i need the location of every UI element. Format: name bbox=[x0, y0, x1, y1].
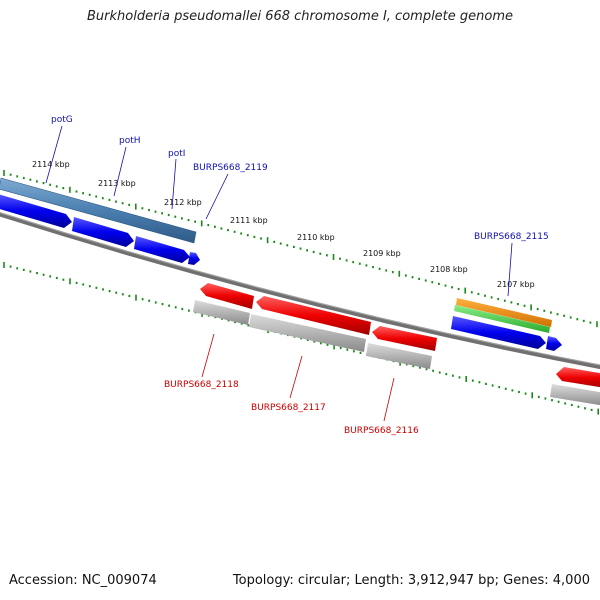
gene-label-potH[interactable]: potH bbox=[119, 136, 141, 146]
accession-text: Accession: NC_009074 bbox=[9, 573, 157, 588]
tick-label-2109: 2109 kbp bbox=[363, 249, 401, 258]
leader-potH bbox=[113, 146, 127, 197]
cds-arrow-BURPS668_2119[interactable] bbox=[188, 252, 200, 265]
tick-label-2112: 2112 kbp bbox=[164, 198, 202, 207]
cds-arrow-BURPS668_2116[interactable] bbox=[372, 326, 437, 351]
gene-bar-BURPS668_2118[interactable] bbox=[193, 300, 250, 325]
tick-label-2110: 2110 kbp bbox=[297, 233, 335, 242]
leader-potG bbox=[45, 125, 63, 184]
gene-bar-potG-potI[interactable] bbox=[0, 177, 197, 244]
tick-label-2107: 2107 kbp bbox=[497, 280, 535, 289]
gene-label-BURPS668_2118[interactable]: BURPS668_2118 bbox=[164, 380, 239, 390]
cds-arrow-BURPS668_2115[interactable] bbox=[451, 316, 546, 349]
gene-track-forward bbox=[0, 177, 562, 351]
cds-arrow-BURPS668_2118[interactable] bbox=[200, 283, 254, 309]
gene-label-potG[interactable]: potG bbox=[51, 115, 73, 125]
backbone bbox=[0, 212, 600, 370]
gene-bar-BURPS668_2116[interactable] bbox=[366, 343, 432, 369]
gene-bar-BURPS668_2115-green[interactable] bbox=[454, 305, 550, 333]
gene-label-BURPS668_2115[interactable]: BURPS668_2115 bbox=[474, 232, 549, 242]
leader-BURPS668_2119 bbox=[205, 173, 229, 220]
cds-arrow-offscreen-reverse[interactable] bbox=[556, 367, 600, 388]
cds-arrow-BURPS668_2117[interactable] bbox=[256, 296, 371, 335]
cds-arrow-potI[interactable] bbox=[134, 236, 190, 263]
map-title: Burkholderia pseudomallei 668 chromosome… bbox=[86, 9, 514, 24]
cds-arrow-BURPS668_2115-tail[interactable] bbox=[546, 336, 562, 351]
tick-label-2108: 2108 kbp bbox=[430, 265, 468, 274]
gene-label-BURPS668_2116[interactable]: BURPS668_2116 bbox=[344, 426, 419, 436]
gene-bar-BURPS668_2115-orange[interactable] bbox=[456, 298, 552, 327]
tick-track-upper bbox=[3, 170, 598, 328]
tick-label-2111: 2111 kbp bbox=[230, 216, 268, 225]
label-leaders bbox=[45, 125, 513, 422]
leader-BURPS668_2117 bbox=[289, 355, 303, 399]
leader-potI bbox=[171, 158, 177, 210]
gene-label-potI[interactable]: potI bbox=[168, 149, 185, 159]
genome-summary-text: Topology: circular; Length: 3,912,947 bp… bbox=[232, 573, 590, 588]
gene-track-reverse bbox=[193, 283, 600, 406]
backbone-highlight bbox=[0, 211, 600, 366]
cds-arrow-potH[interactable] bbox=[72, 217, 134, 247]
gene-label-BURPS668_2117[interactable]: BURPS668_2117 bbox=[251, 403, 326, 413]
gene-bar-BURPS668_2117[interactable] bbox=[249, 314, 366, 352]
leader-BURPS668_2115 bbox=[507, 242, 513, 297]
leader-BURPS668_2116 bbox=[383, 377, 395, 422]
cds-arrow-potG[interactable] bbox=[0, 194, 72, 228]
gene-label-BURPS668_2119[interactable]: BURPS668_2119 bbox=[193, 163, 268, 173]
gene-bar-offscreen-reverse[interactable] bbox=[550, 384, 600, 406]
leader-BURPS668_2118 bbox=[201, 333, 215, 378]
